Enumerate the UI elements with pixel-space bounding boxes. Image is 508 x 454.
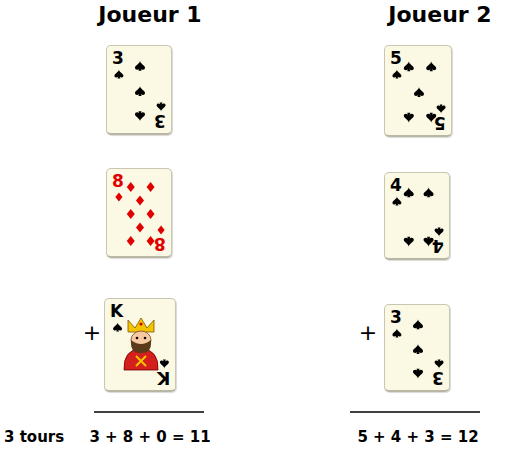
suit-pip: [114, 70, 123, 79]
suit-pip: [135, 61, 145, 71]
king-part: [136, 337, 139, 340]
king-part: [136, 356, 146, 366]
plus-sign: +: [359, 320, 377, 346]
suit-pip: [413, 369, 423, 379]
score-text: 5 + 4 + 3 = 12: [357, 428, 478, 447]
suit-pip: [113, 323, 122, 332]
king-part: [128, 318, 154, 332]
suit-pip: [147, 182, 155, 192]
card-index: 3: [154, 112, 166, 130]
suit-pip: [127, 236, 135, 246]
king-part: [144, 337, 147, 340]
score-text: 3 tours: [4, 428, 64, 447]
card-index: 5: [390, 49, 402, 67]
suit-pip: [392, 329, 401, 338]
plus-sign: +: [83, 320, 101, 346]
suit-pip: [437, 105, 446, 114]
king-part: [139, 322, 142, 325]
suit-pip: [435, 360, 444, 369]
suit-pip: [404, 61, 414, 71]
card-index: K: [110, 302, 123, 320]
suit-pip: [404, 113, 414, 123]
card-index: 3: [112, 49, 124, 67]
suit-pip: [413, 344, 423, 354]
playing-card: KK: [104, 298, 176, 392]
suit-pip: [147, 209, 155, 219]
suit-pip: [115, 193, 122, 202]
suit-pip: [404, 237, 414, 247]
king-part: [131, 340, 151, 353]
suit-pip: [424, 237, 434, 247]
card-index: 8: [112, 172, 124, 190]
playing-card: 55: [384, 45, 452, 137]
sum-line: [94, 411, 204, 413]
card-index: K: [157, 369, 170, 387]
suit-pip: [157, 226, 164, 235]
card-index: 3: [390, 308, 402, 326]
card-index: 8: [154, 235, 166, 253]
suit-pip: [127, 182, 135, 192]
suit-pip: [127, 209, 135, 219]
suit-pip: [157, 103, 166, 112]
suit-pip: [392, 70, 401, 79]
king-figure: [124, 318, 158, 370]
player-heading: Joueur 2: [388, 2, 491, 28]
card-index: 4: [390, 176, 402, 194]
suit-pip: [435, 228, 444, 237]
suit-pip: [136, 223, 144, 233]
suit-pip: [136, 196, 144, 206]
card-index: 4: [432, 237, 444, 255]
sum-line: [350, 411, 480, 413]
player-heading: Joueur 1: [98, 2, 201, 28]
suit-pip: [135, 111, 145, 121]
score-text: 3 + 8 + 0 = 11: [89, 428, 210, 447]
suit-pip: [392, 197, 401, 206]
card-index: 3: [432, 369, 444, 387]
suit-pip: [135, 86, 145, 96]
suit-pip: [404, 187, 414, 197]
suit-pip: [424, 187, 434, 197]
playing-card: 44: [384, 172, 450, 260]
card-index: 5: [434, 114, 446, 132]
playing-card: 33: [106, 45, 172, 135]
suit-pip: [160, 360, 169, 369]
suit-pip: [413, 319, 423, 329]
playing-card: 33: [384, 304, 450, 392]
playing-card: 88: [106, 168, 172, 258]
suit-pip: [414, 87, 424, 97]
suit-pip: [147, 236, 155, 246]
suit-pip: [426, 61, 436, 71]
